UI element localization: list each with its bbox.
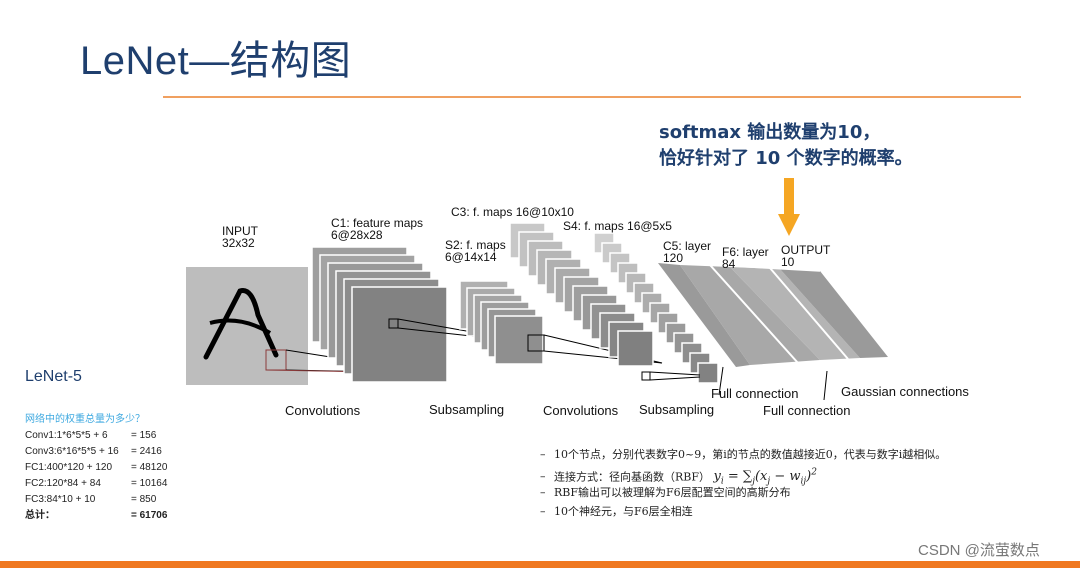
note-item: –10个神经元，与F6层全相连 (540, 505, 693, 518)
input-glyph-crossbar (209, 318, 272, 335)
weights-table: Conv1:1*6*5*5 + 6= 156 Conv3:6*16*5*5 + … (25, 428, 175, 524)
s2-feature-maps (459, 280, 544, 365)
note-item: –连接方式：径向基函数（RBF） yi = ∑j(xj − wij)2 (540, 468, 817, 487)
weights-row: FC1:400*120 + 120= 48120 (25, 462, 168, 473)
bottom-accent-bar (0, 561, 1080, 568)
conv1-label: Convolutions (285, 403, 361, 418)
rbf-formula: yi = ∑j(xj − wij)2 (713, 468, 817, 487)
f6-output-connection (780, 269, 888, 358)
input-glyph-a (203, 288, 279, 360)
weights-question: 网络中的权重总量为多少？ (25, 414, 145, 425)
note-item: –RBF输出可以被理解为F6层配置空间的高斯分布 (540, 486, 791, 499)
input-image (186, 267, 308, 385)
title-divider (163, 96, 1021, 98)
f6-layer (730, 267, 860, 360)
callout-line-2: 恰好针对了 10 个数字的概率。 (659, 148, 913, 169)
gaussian-connections-label: Gaussian connections (841, 384, 969, 399)
output-layer-notes: –10个节点，分别代表数字0~9，第i的节点的数值越接近0，代表与数字i越相似。… (540, 445, 946, 521)
softmax-callout: softmax 输出数量为10， 恰好针对了 10 个数字的概率。 (659, 120, 913, 172)
full-connection-2-label: Full connection (763, 403, 851, 418)
s4-feature-maps (593, 232, 719, 384)
weights-row: FC3:84*10 + 10= 850 (25, 494, 157, 505)
weights-total-row: 总计：= 61706 (25, 510, 168, 521)
c3-feature-maps (509, 222, 654, 367)
s4-label: S4: f. maps 16@5x5 (563, 219, 672, 233)
page-title: LeNet—结构图 (80, 39, 352, 83)
note-item: –10个节点，分别代表数字0~9，第i的节点的数值越接近0，代表与数字i越相似。 (540, 448, 947, 461)
callout-line-1: softmax 输出数量为10， (659, 122, 881, 143)
full-connection-1-label: Full connection (711, 386, 799, 401)
down-arrow-icon (778, 178, 800, 236)
weights-row: FC2:120*84 + 84= 10164 (25, 478, 168, 489)
conv2-label: Convolutions (543, 403, 619, 418)
lenet-diagram-graphic (186, 222, 888, 401)
c5-layer (658, 263, 750, 367)
subsampling1-label: Subsampling (429, 402, 505, 417)
weights-row: Conv3:6*16*5*5 + 16= 2416 (25, 446, 162, 457)
c1-feature-maps (311, 246, 448, 383)
watermark: CSDN @流萤数点 (918, 542, 1040, 559)
lenet5-heading: LeNet-5 (25, 368, 82, 385)
c3-label: C3: f. maps 16@10x10 (451, 205, 574, 219)
weights-row: Conv1:1*6*5*5 + 6= 156 (25, 430, 157, 441)
c5-f6-connection (680, 265, 820, 365)
subsampling2-label: Subsampling (639, 402, 715, 417)
